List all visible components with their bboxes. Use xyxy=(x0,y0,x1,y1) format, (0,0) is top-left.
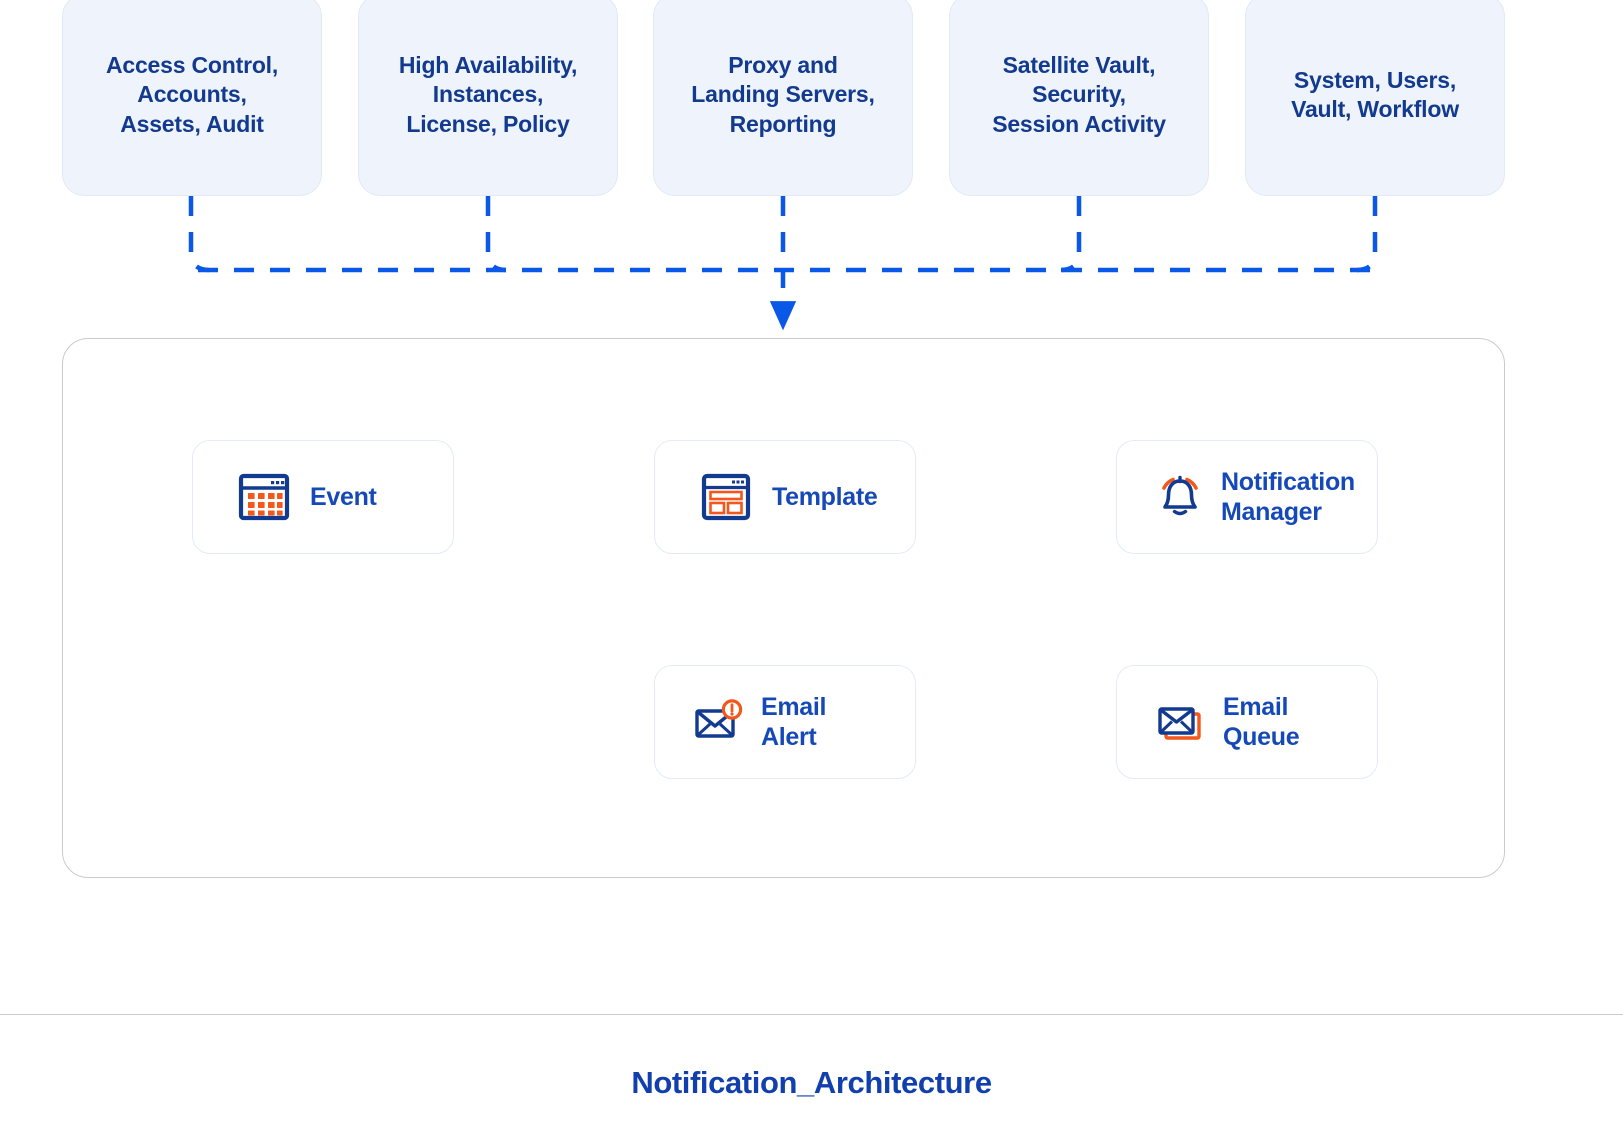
node-email-alert[interactable]: Email Alert xyxy=(654,665,916,779)
node-label: Email Queue xyxy=(1223,692,1300,752)
source-box-system-users[interactable]: System, Users, Vault, Workflow xyxy=(1245,0,1505,196)
node-label: Template xyxy=(772,482,878,511)
node-label: Event xyxy=(310,482,377,511)
template-window-icon xyxy=(700,471,752,523)
diagram-title: Notification_Architecture xyxy=(631,1065,992,1100)
source-box-label: High Availability, Instances, License, P… xyxy=(398,51,578,137)
source-box-satellite-vault[interactable]: Satellite Vault, Security, Session Activ… xyxy=(949,0,1209,196)
drop-high-availability xyxy=(485,196,507,273)
source-box-label: Access Control, Accounts, Assets, Audit xyxy=(105,51,279,137)
drop-satellite-vault xyxy=(1060,196,1082,273)
drop-access-control xyxy=(188,196,210,273)
source-box-high-availability[interactable]: High Availability, Instances, License, P… xyxy=(358,0,618,196)
footer-divider xyxy=(0,1014,1623,1015)
source-box-label: Proxy and Landing Servers, Reporting xyxy=(691,51,875,137)
source-box-label: Satellite Vault, Security, Session Activ… xyxy=(992,51,1166,137)
notification-architecture-container xyxy=(62,338,1505,878)
source-box-label: System, Users, Vault, Workflow xyxy=(1291,66,1459,122)
envelope-alert-icon xyxy=(693,697,745,747)
bell-ringing-icon xyxy=(1155,472,1205,522)
source-box-access-control[interactable]: Access Control, Accounts, Assets, Audit xyxy=(62,0,322,196)
drop-system-users xyxy=(1356,196,1378,273)
calendar-grid-icon xyxy=(238,471,290,523)
node-label: Email Alert xyxy=(761,692,827,752)
node-label: Notification Manager xyxy=(1221,467,1355,527)
node-email-queue[interactable]: Email Queue xyxy=(1116,665,1378,779)
source-box-proxy-landing[interactable]: Proxy and Landing Servers, Reporting xyxy=(653,0,913,196)
node-notification-manager[interactable]: Notification Manager xyxy=(1116,440,1378,554)
node-event[interactable]: Event xyxy=(192,440,454,554)
envelope-stack-icon xyxy=(1155,697,1207,747)
node-template[interactable]: Template xyxy=(654,440,916,554)
